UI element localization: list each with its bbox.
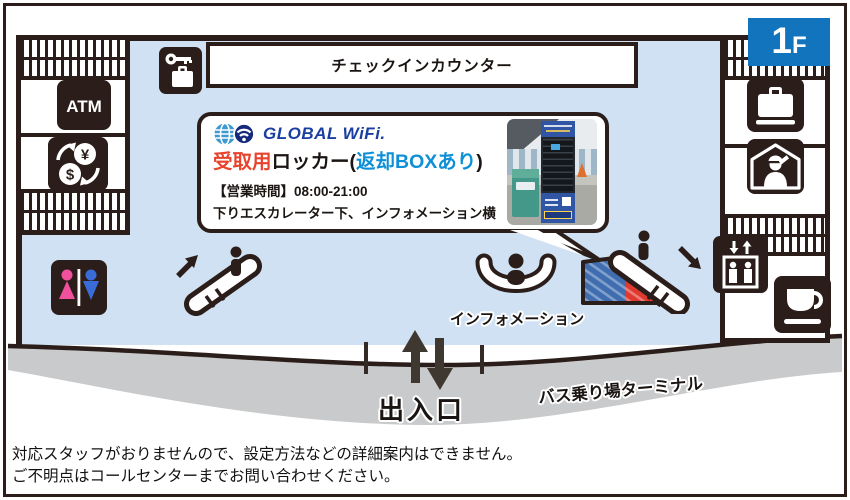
atm-cell (21, 76, 125, 133)
information-desk-icon (475, 253, 557, 293)
elevator-icon (713, 236, 768, 293)
locker-title: 受取用ロッカー(返却BOXあり) (213, 145, 483, 174)
close-paren: ) (476, 151, 483, 173)
global-wifi-logo: GLOBAL WiFi. (213, 121, 386, 147)
escalator-up-icon (176, 246, 262, 316)
locker-location-text: 下りエスカレーター下、インフォメーション横 (213, 206, 496, 221)
information-label: インフォメーション (449, 311, 585, 328)
footer-note: 対応スタッフがおりませんので、設定方法などの詳細案内はできません。 ご不明点はコ… (12, 444, 832, 488)
bus-road (7, 333, 843, 426)
entrance-tick-right (480, 345, 484, 374)
footer-line1: 対応スタッフがおりませんので、設定方法などの詳細案内はできません。 (12, 446, 522, 463)
locker-text: ロッカー( (271, 151, 357, 173)
entrance-label: 出入口 (378, 395, 466, 425)
entrance-arrow-up-shaft (410, 350, 420, 383)
return-box-text: 返却BOXあり (356, 151, 477, 173)
floor-number: 1 (771, 20, 792, 61)
entrance-arrow-down-icon (426, 368, 453, 390)
globe-wifi-icon (214, 122, 255, 146)
entrance-arrow-up-icon (402, 330, 428, 352)
business-hours: 【営業時間】08:00-21:00 (213, 184, 368, 199)
cafe-icon (774, 276, 831, 333)
police-box-icon (747, 139, 804, 194)
footer-line2: ご不明点はコールセンターまでお問い合わせください。 (12, 468, 400, 485)
checkin-counter: チェックインカウンター (206, 42, 638, 88)
hatch-strip (21, 189, 125, 230)
cafe-cell (725, 252, 825, 338)
dollar-symbol: $ (66, 167, 75, 184)
atm-icon: ATM (57, 80, 111, 130)
entrance-tick-left (364, 342, 368, 374)
floor-letter: F (791, 32, 807, 59)
entrance-arrow-down-shaft (435, 338, 444, 370)
currency-exchange-icon: ¥ $ (48, 137, 108, 191)
luggage-icon (747, 78, 804, 132)
yen-symbol: ¥ (81, 147, 90, 164)
top-wall (16, 35, 830, 41)
atm-label: ATM (66, 97, 102, 116)
locker-photo (507, 119, 597, 225)
brand-name: GLOBAL WiFi. (263, 124, 386, 143)
toilet-icon (51, 260, 107, 315)
exchange-cell (21, 133, 125, 189)
escalator-down-icon (608, 230, 701, 314)
coin-locker-icon (159, 47, 202, 94)
pickup-text: 受取用 (213, 151, 272, 173)
wifi-locker-callout: GLOBAL WiFi. 受取用ロッカー(返却BOXあり) 【営業時間】08:0… (197, 112, 609, 233)
left-facility-column (16, 35, 130, 235)
hatch-strip (21, 40, 125, 76)
checkin-counter-label: チェックインカウンター (331, 58, 513, 75)
callout-tail-opening (510, 230, 584, 256)
